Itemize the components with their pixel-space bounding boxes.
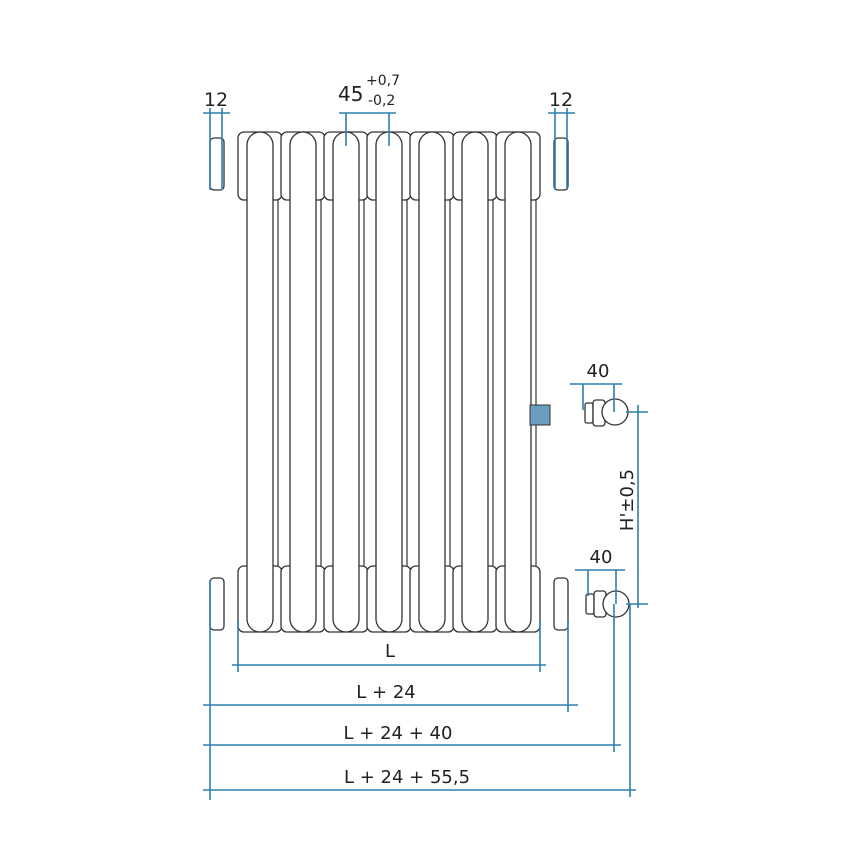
length-total-label: L + 24 + 55,5 — [344, 767, 470, 788]
section-pitch-label: 45 — [338, 82, 363, 106]
nipple-right-label: 12 — [549, 89, 573, 111]
valve-top-offset-label: 40 — [587, 361, 610, 382]
radiator — [237, 131, 541, 633]
nipple-nuts — [209, 137, 569, 631]
section-tube — [246, 131, 274, 633]
section-tube — [289, 131, 317, 633]
valve-bottom — [585, 590, 630, 618]
valve-bottom-offset-label: 40 — [590, 547, 613, 568]
dimension-lines — [203, 108, 648, 800]
connection-height-label: H'±0,5 — [617, 469, 638, 531]
pitch-tolerance-minus: -0,2 — [368, 93, 395, 109]
valve-top — [584, 398, 629, 427]
section-tube — [504, 131, 532, 633]
wall-bracket — [529, 404, 551, 426]
pitch-tolerance-plus: +0,7 — [366, 73, 400, 89]
section-tube — [375, 131, 403, 633]
section-tube — [332, 131, 360, 633]
section-tube — [461, 131, 489, 633]
length-label: L — [385, 641, 395, 662]
section-tube — [418, 131, 446, 633]
nipple-left-label: 12 — [204, 89, 228, 111]
length-plus-nipples-label: L + 24 — [356, 682, 415, 703]
length-plus-valve-label: L + 24 + 40 — [344, 723, 453, 744]
